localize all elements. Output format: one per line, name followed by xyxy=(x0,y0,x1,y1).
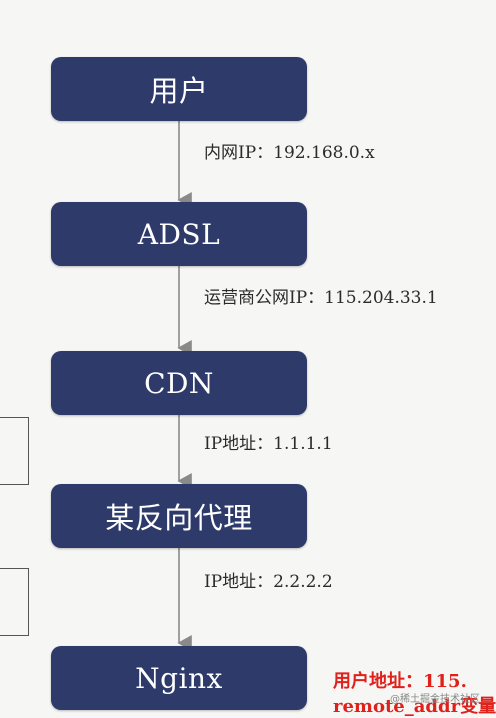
edge-label-proxy-nginx: IP地址：2.2.2.2 xyxy=(204,572,333,592)
node-proxy-label: 某反向代理 xyxy=(105,501,253,535)
side-box-lower xyxy=(0,568,29,636)
node-cdn: CDN xyxy=(51,351,307,415)
side-box-upper xyxy=(0,417,29,485)
node-user: 用户 xyxy=(51,57,307,121)
node-cdn-label: CDN xyxy=(144,366,214,400)
annotation-line-2: remote_addr变量 xyxy=(333,696,496,717)
node-adsl: ADSL xyxy=(51,202,307,266)
node-adsl-label: ADSL xyxy=(137,217,221,251)
edge-label-user-adsl: 内网IP：192.168.0.x xyxy=(204,143,375,163)
node-nginx: Nginx xyxy=(51,646,307,710)
node-proxy: 某反向代理 xyxy=(51,484,307,548)
node-nginx-label: Nginx xyxy=(135,661,223,695)
node-user-label: 用户 xyxy=(149,74,209,108)
watermark: @稀土掘金技术社区 xyxy=(390,694,480,705)
annotation-line-1: 用户地址：115. xyxy=(333,671,467,692)
edge-label-adsl-cdn: 运营商公网IP：115.204.33.1 xyxy=(204,288,438,308)
edge-label-cdn-proxy: IP地址：1.1.1.1 xyxy=(204,434,333,454)
